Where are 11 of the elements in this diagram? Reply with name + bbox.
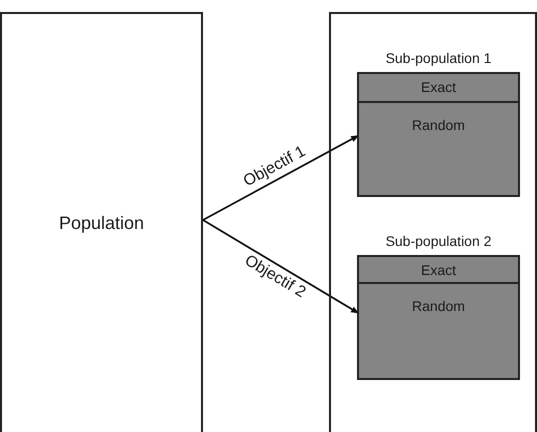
- section-label: Exact: [420, 262, 457, 278]
- container-box: [329, 12, 537, 432]
- population-box: [0, 12, 203, 432]
- section-label: Random: [411, 298, 466, 314]
- arrow: [202, 134, 360, 221]
- section-label: Exact: [420, 79, 457, 95]
- section-label: Random: [411, 117, 466, 133]
- arrow: [202, 219, 360, 314]
- node-label: Population: [58, 212, 144, 234]
- panel-heading: Sub-population 2: [384, 233, 492, 249]
- panel-heading: Sub-population 1: [384, 50, 492, 66]
